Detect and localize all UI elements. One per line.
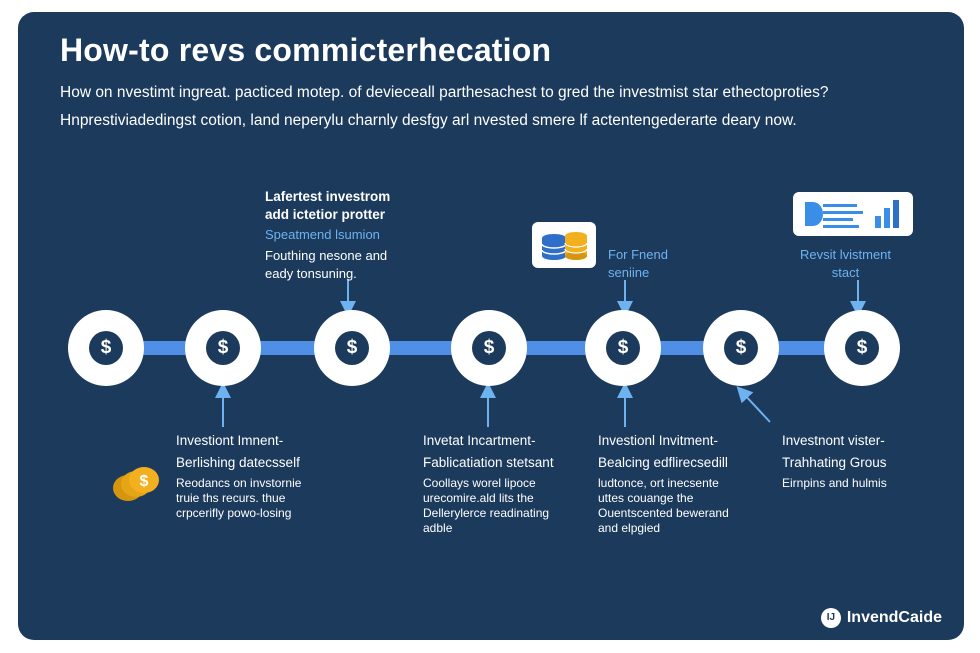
gold-coins-icon: $ [110, 458, 170, 504]
dollar-icon: $ [335, 331, 369, 365]
dollar-icon: $ [845, 331, 879, 365]
svg-text:$: $ [140, 473, 149, 490]
report-chart-icon [793, 192, 913, 236]
timeline-node-2: $ [185, 310, 261, 386]
upper-label-4: For Fnend seniine [608, 247, 668, 280]
lower-label-2: Invetat Incartment- Fablicatiation stets… [423, 433, 554, 536]
brand-name: InvendCaide [846, 609, 942, 626]
timeline-node-3: $ [314, 310, 390, 386]
infographic-card: How-to revs commicterhecation How on nve… [18, 12, 964, 640]
subtitle-line-1: How on nvestimt ingreat. pacticed motep.… [60, 84, 829, 101]
timeline-node-5: $ [585, 310, 661, 386]
brand-logo: IJ InvendCaide [820, 608, 942, 628]
upper-label-1: Lafertest investrom add ictetior protter [265, 189, 391, 223]
upper-label-5: Revsit lvistment stact [800, 247, 892, 280]
dollar-icon: $ [724, 331, 758, 365]
timeline-node-6: $ [703, 310, 779, 386]
dollar-icon: $ [472, 331, 506, 365]
subtitle-line-2: Hnprestiviadedingst cotion, land neperyl… [60, 112, 797, 129]
timeline-node-4: $ [451, 310, 527, 386]
lower-label-3: Investionl Invitment- Bealcing edflirecs… [598, 433, 729, 536]
lower-label-1: Investiont Imnent- Berlishing datecsself… [176, 433, 302, 521]
dollar-icon: $ [89, 331, 123, 365]
lower-label-4: Investnont vister- Trahhating Grous Eirn… [782, 433, 887, 491]
page-title: How-to revs commicterhecation [60, 32, 552, 68]
brand-mark-icon: IJ [820, 608, 841, 628]
upper-label-2: Speatmend lsumion [265, 227, 380, 242]
timeline-node-1: $ [68, 310, 144, 386]
arrow-up-4 [736, 386, 771, 423]
timeline-node-7: $ [824, 310, 900, 386]
upper-label-3: Fouthing nesone and eady tonsuning. [265, 248, 388, 281]
database-coins-icon [532, 222, 596, 268]
dollar-icon: $ [206, 331, 240, 365]
dollar-icon: $ [606, 331, 640, 365]
